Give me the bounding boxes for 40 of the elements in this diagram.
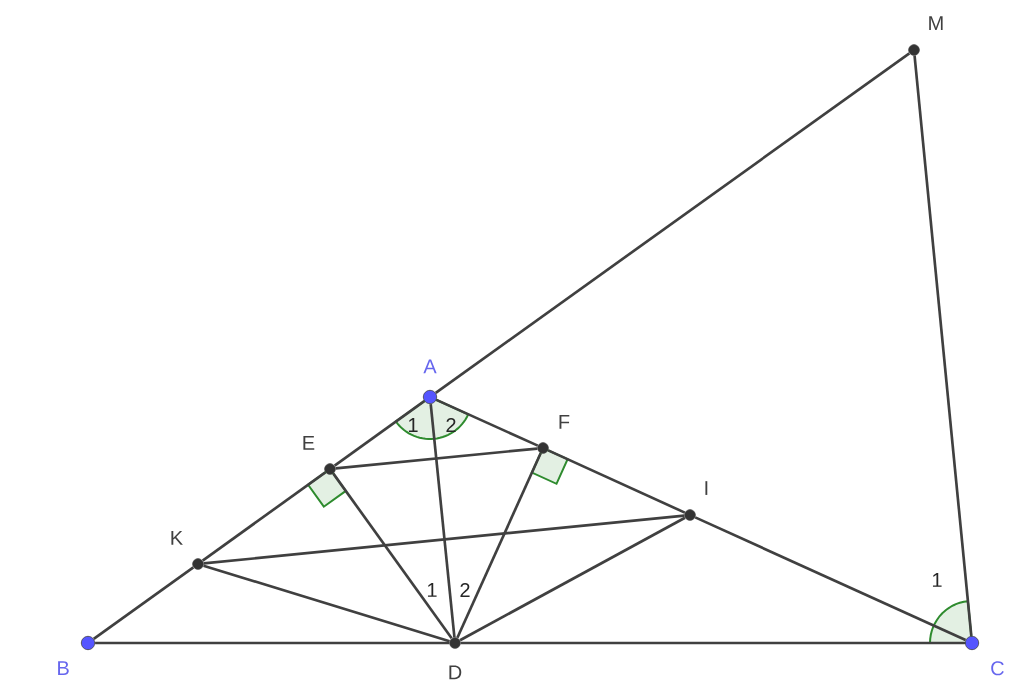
labeled-point: K [171, 531, 204, 570]
line-segment [203, 564, 450, 643]
node-label: D [449, 665, 462, 680]
node-label: A [423, 359, 437, 374]
angle-number: 1 [427, 583, 437, 597]
angle-number: 2 [460, 583, 470, 597]
line-segment [459, 516, 686, 642]
line-segment [201, 471, 327, 562]
node-label: B [58, 661, 69, 675]
labeled-point: A [422, 359, 438, 405]
line-segment [460, 641, 965, 645]
node-label: E [303, 436, 315, 450]
line-segment [95, 641, 450, 645]
labeled-point: C [964, 635, 1004, 676]
labeled-point: E [303, 436, 336, 475]
labeled-point: M [908, 16, 943, 56]
angle-number: 2 [446, 418, 456, 432]
labeled-point: D [449, 637, 462, 680]
line-segment [456, 452, 542, 639]
node-label: I [705, 481, 708, 495]
line-segment [335, 447, 538, 470]
line-segment [333, 400, 426, 467]
angle-number: 1 [932, 573, 942, 587]
line-segment [429, 403, 456, 638]
line-segment [547, 449, 686, 514]
line-segment [434, 52, 911, 394]
angle-number: 1 [408, 418, 418, 432]
node-label: C [991, 661, 1004, 676]
line-segment [435, 398, 539, 447]
labeled-point: I [684, 481, 708, 521]
labeled-point: F [537, 415, 570, 454]
line-segment [694, 516, 967, 642]
node-label: K [171, 531, 183, 545]
line-segment [92, 566, 195, 640]
line-segment [332, 472, 453, 640]
node-label: F [559, 415, 570, 429]
labeled-point: B [58, 635, 96, 675]
line-segment [913, 55, 973, 637]
node-label: M [929, 16, 943, 30]
line-segment [203, 514, 685, 565]
